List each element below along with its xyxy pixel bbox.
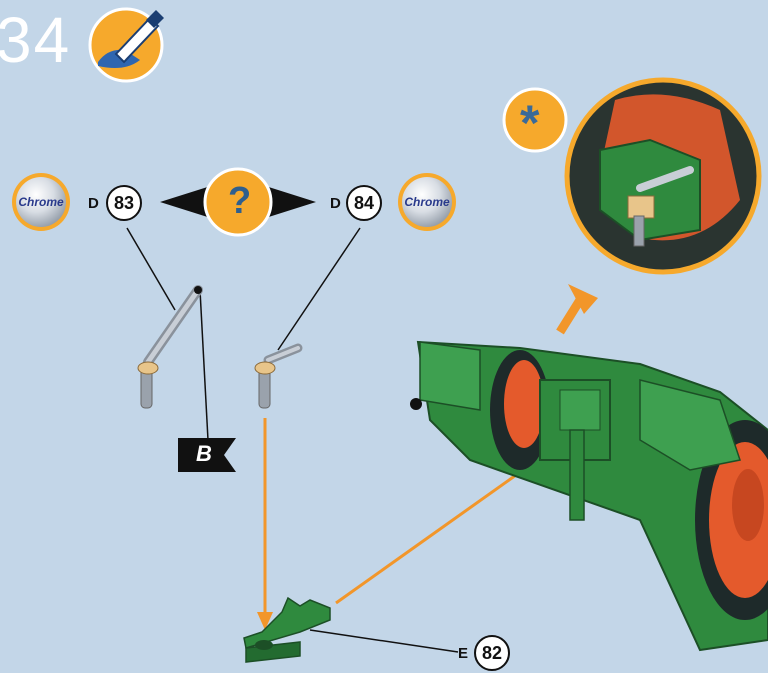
part-number-83: 83 xyxy=(106,185,142,221)
flag-label: B xyxy=(196,441,212,467)
chrome-badge-left: Chrome xyxy=(12,173,70,231)
chrome-label-left: Chrome xyxy=(18,195,63,209)
part-number-84: 84 xyxy=(346,185,382,221)
part-e82-bracket xyxy=(244,598,458,662)
arrow-down-icon xyxy=(257,418,273,630)
paint-brush-icon xyxy=(90,9,164,81)
chrome-badge-right: Chrome xyxy=(398,173,456,231)
part-d83-rod xyxy=(138,286,202,408)
asterisk-symbol: * xyxy=(520,98,539,148)
chrome-label-right: Chrome xyxy=(404,195,449,209)
part-d84-rod xyxy=(255,348,298,408)
part-letter-left: D xyxy=(88,195,99,212)
part-number-82: 82 xyxy=(474,635,510,671)
question-mark: ? xyxy=(228,180,251,223)
tractor-assembly xyxy=(410,342,768,650)
part-letter-right: D xyxy=(330,195,341,212)
detail-zoom xyxy=(504,80,759,272)
part-letter-bracket: E xyxy=(458,645,468,662)
arrow-up-icon xyxy=(560,284,598,332)
